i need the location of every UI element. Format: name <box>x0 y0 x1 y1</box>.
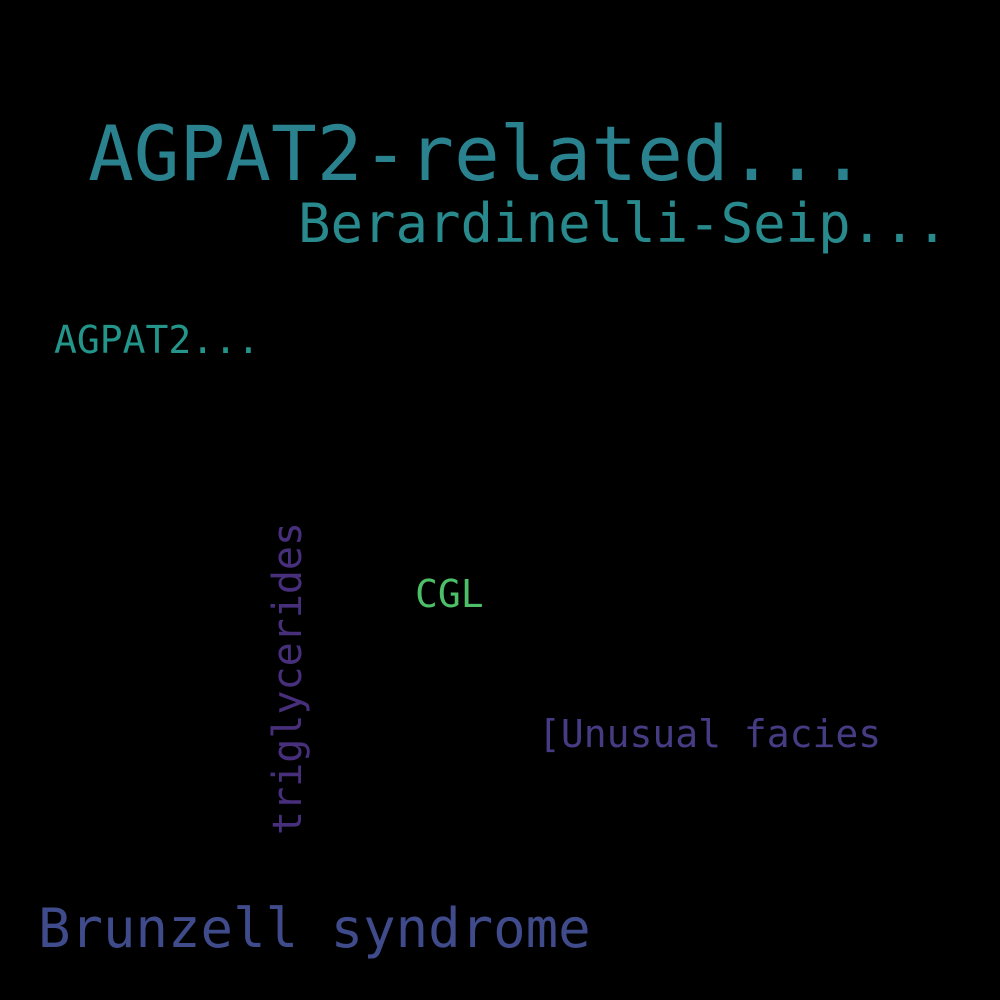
word-cgl: CGL <box>415 572 484 616</box>
word-triglycerides: triglycerides <box>265 521 311 835</box>
word-agpat2: AGPAT2... <box>54 318 260 362</box>
word-berardinelli-seip: Berardinelli-Seip... <box>298 192 949 255</box>
word-agpat2-related: AGPAT2-related... <box>88 109 866 198</box>
word-brunzell-syndrome: Brunzell syndrome <box>38 897 591 960</box>
word-unusual-facies: [Unusual facies <box>538 712 882 756</box>
